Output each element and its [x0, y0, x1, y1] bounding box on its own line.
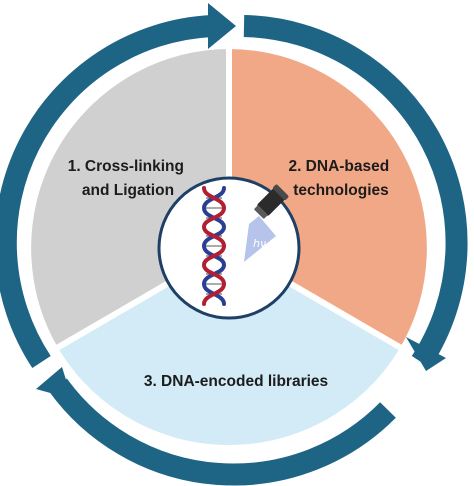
arrow-to-dna-technologies	[0, 15, 213, 369]
label-dna-technologies: 2. DNA-based technologies	[288, 158, 393, 199]
label-crosslinking: 1. Cross-linking and Ligation	[68, 158, 189, 199]
light-symbol: hν	[253, 237, 266, 250]
label-crosslinking-line1: 1. Cross-linking	[68, 158, 184, 175]
arrow-to-dna-libraries	[243, 15, 468, 369]
label-crosslinking-line2: and Ligation	[82, 182, 174, 199]
label-dna-technologies-line2: technologies	[293, 182, 389, 199]
arrow-to-crosslinking	[49, 378, 396, 486]
light-source-icon: hν	[244, 184, 289, 262]
label-dna-libraries: 3. DNA-encoded libraries	[144, 373, 328, 390]
segment-dna-libraries	[51, 244, 407, 452]
light-beam	[244, 216, 276, 262]
label-dna-technologies-line1: 2. DNA-based	[288, 158, 389, 175]
arrowhead-right	[406, 337, 446, 371]
dna-helix-icon	[201, 186, 227, 306]
arrowhead-top	[208, 3, 236, 49]
arrowhead-left	[36, 367, 72, 399]
